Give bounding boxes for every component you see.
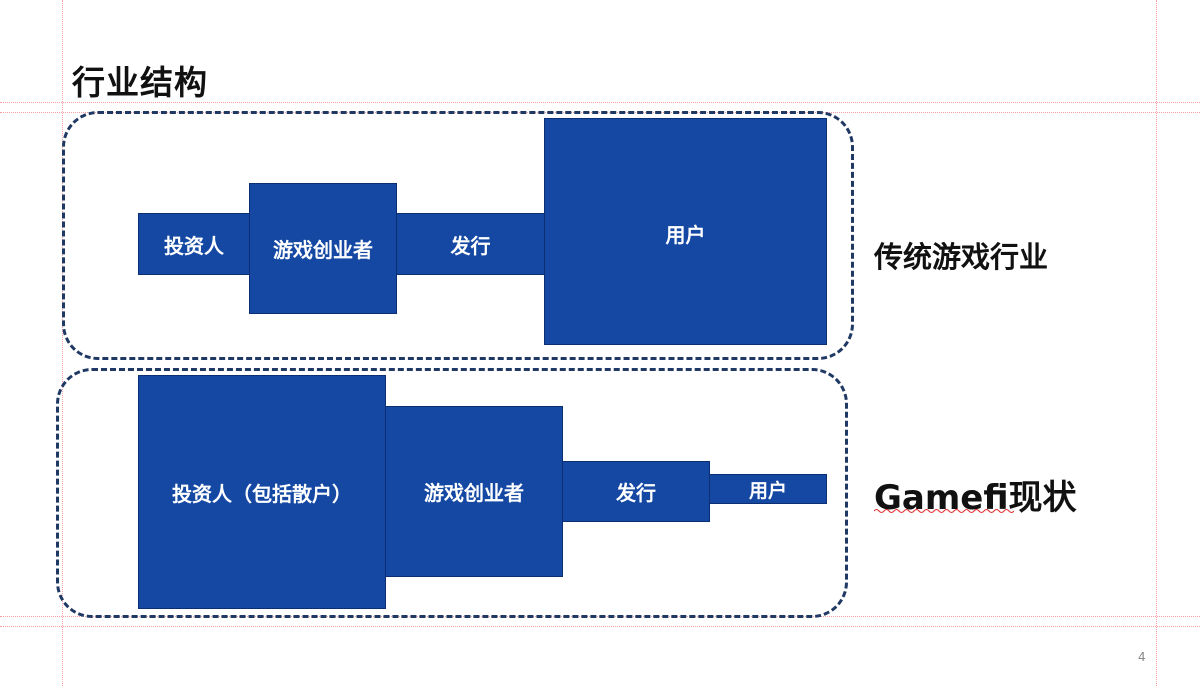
traditional-founder-box: 游戏创业者	[249, 183, 397, 314]
page-title: 行业结构	[72, 63, 208, 102]
guide-line	[0, 626, 1200, 627]
traditional-label: 传统游戏行业	[874, 240, 1049, 274]
page-number: 4	[1138, 650, 1146, 664]
gamefi-user-box: 用户	[709, 474, 827, 504]
gamefi-label: Gamefi现状	[874, 478, 1077, 518]
traditional-user-box: 用户	[544, 118, 827, 345]
gamefi-investor-box: 投资人（包括散户）	[138, 375, 386, 609]
guide-line	[0, 102, 1200, 103]
guide-line	[62, 0, 63, 686]
gamefi-group-frame	[56, 368, 848, 618]
traditional-investor-box: 投资人	[138, 213, 250, 275]
spellcheck-underline	[874, 509, 1014, 513]
traditional-group-frame	[62, 111, 854, 360]
guide-line	[1156, 0, 1157, 686]
gamefi-founder-box: 游戏创业者	[385, 406, 563, 577]
traditional-publisher-box: 发行	[396, 213, 545, 275]
gamefi-publisher-box: 发行	[562, 461, 710, 522]
